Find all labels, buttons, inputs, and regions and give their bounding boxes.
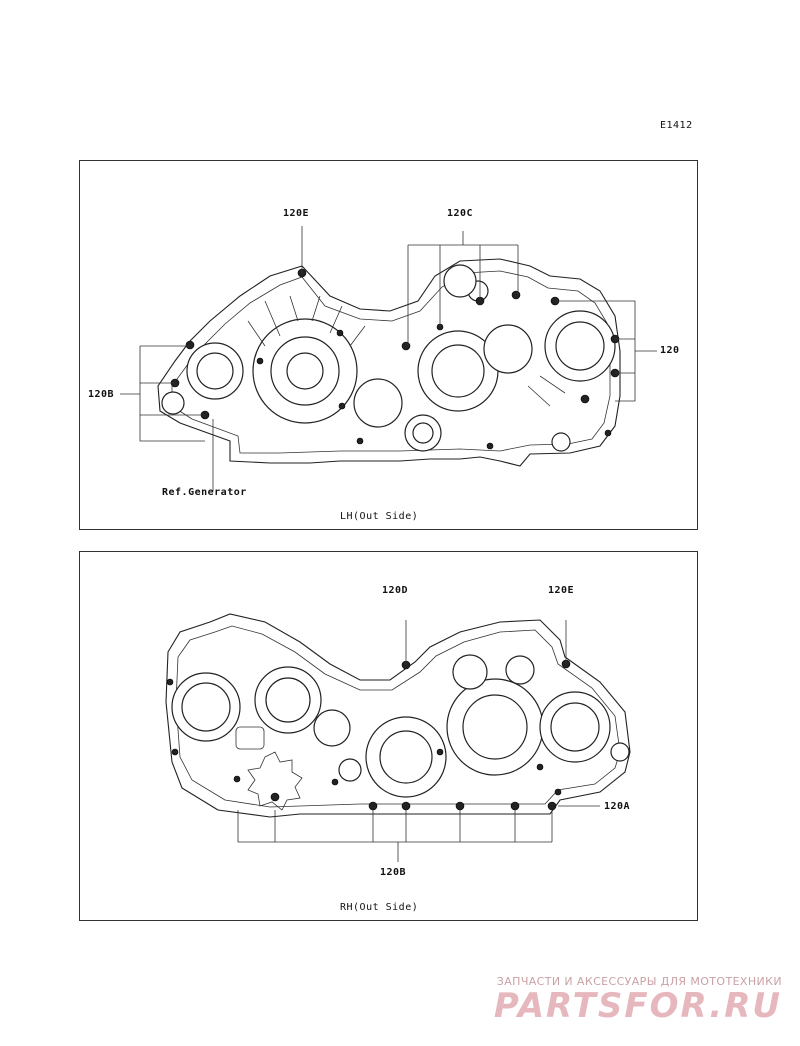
panel-rh-out-side: 120D 120E 120A 120B RH(Out Side) (79, 551, 698, 921)
lh-label-120c: 120C (447, 208, 474, 219)
lh-leaders (120, 226, 657, 491)
rh-bore-main-inner (462, 694, 528, 760)
lh-boss-bottom-right (551, 432, 571, 452)
rh-window (235, 726, 265, 750)
rh-bore-small (313, 709, 351, 747)
rh-label-120d: 120D (382, 585, 409, 596)
rh-label-120a: 120A (604, 801, 631, 812)
rh-label-120b: 120B (380, 867, 407, 878)
watermark-tagline: ЗАПЧАСТИ И АКСЕССУАРЫ ДЛЯ МОТОТЕХНИКИ (496, 975, 782, 988)
lh-boss-left (161, 391, 185, 415)
rh-bore-mid-inner (379, 730, 433, 784)
rh-case-outline (165, 613, 631, 818)
watermark: ЗАПЧАСТИ И АКСЕССУАРЫ ДЛЯ МОТОТЕХНИКИ PA… (494, 975, 782, 1024)
lh-bore-small (353, 378, 403, 428)
lh-label-120e: 120E (283, 208, 310, 219)
rh-bore-top2 (505, 655, 535, 685)
rh-caption: RH(Out Side) (340, 902, 419, 913)
rh-gear-shape (247, 751, 303, 811)
lh-bore-right-inner (555, 321, 605, 371)
lh-case-outline (157, 258, 621, 467)
rh-oil-boss (338, 758, 362, 782)
lh-bore-top2 (443, 264, 477, 298)
lh-crankcase-drawing (120, 226, 657, 491)
lh-label-120b: 120B (88, 389, 115, 400)
lh-bore-main-hub (286, 352, 324, 390)
rh-bore-top (452, 654, 488, 690)
rh-boss-right (610, 742, 630, 762)
watermark-brand: PARTSFOR.RU (493, 986, 782, 1026)
lh-oil-filter-inner (412, 422, 434, 444)
lh-ribs (247, 295, 566, 407)
lh-bolts (170, 268, 620, 450)
lh-label-ref-generator: Ref.Generator (162, 487, 247, 498)
rh-label-120e: 120E (548, 585, 575, 596)
rh-crankcase-drawing (165, 613, 631, 862)
lh-bore-left-inner (196, 352, 234, 390)
diagram-code: E1412 (660, 120, 693, 131)
rh-bore-right-inner (550, 702, 600, 752)
rh-bore-left-inner (181, 682, 231, 732)
panel-lh-out-side: 120E 120C 120 120B Ref.Generator LH(Out … (79, 160, 698, 530)
rh-leaders (237, 620, 600, 862)
lh-bore-mid2 (483, 324, 533, 374)
lh-caption: LH(Out Side) (340, 511, 419, 522)
lh-bore-mid-inner (431, 344, 485, 398)
lh-label-120: 120 (660, 345, 680, 356)
rh-bore-left2-inner (265, 677, 311, 723)
